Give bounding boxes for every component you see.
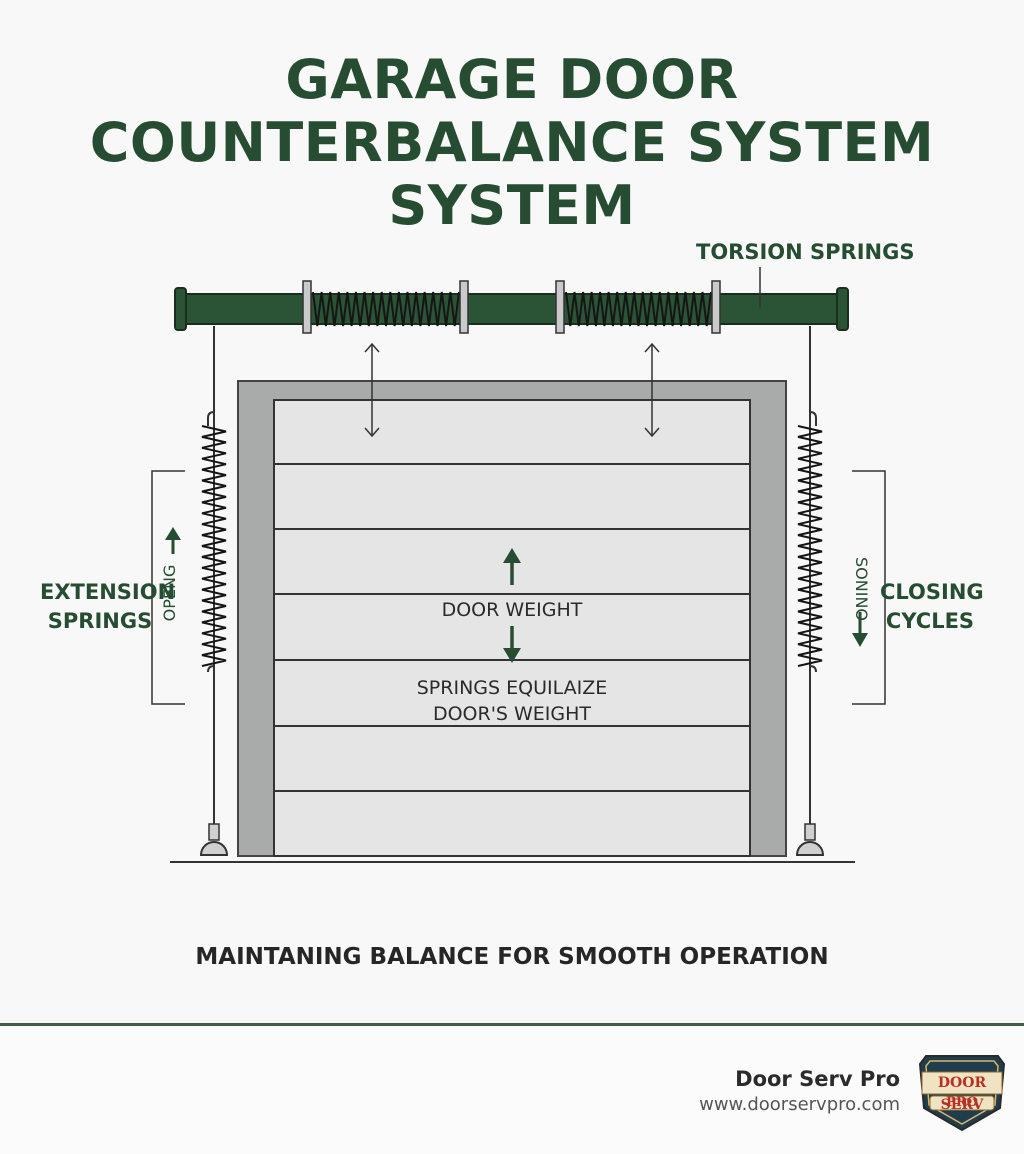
logo-text-line1: DOOR SERV xyxy=(937,1075,987,1113)
weight-up-arrow-icon xyxy=(503,548,521,585)
right-range-bracket xyxy=(852,470,886,705)
logo-shield-icon xyxy=(918,1055,1006,1132)
spring-cone xyxy=(711,280,721,334)
footer-divider xyxy=(0,1023,1024,1026)
double-arrow-right xyxy=(644,342,660,438)
extension-spring-left xyxy=(201,425,227,667)
left-spring-hook xyxy=(207,411,215,426)
right-spring-hook xyxy=(809,411,817,426)
equalize-line1: SPRINGS EQUILAIZE xyxy=(416,677,608,699)
equalize-line2: DOOR'S WEIGHT xyxy=(432,703,592,725)
spring-coil xyxy=(201,425,227,667)
left-bracket-post xyxy=(208,823,220,841)
closing-label-line1: CLOSING xyxy=(880,580,984,604)
closing-vertical-label: SONINO xyxy=(852,557,871,621)
torsion-springs-label: TORSION SPRINGS xyxy=(696,240,915,264)
torsion-shaft xyxy=(179,293,843,325)
brand-name: Door Serv Pro xyxy=(735,1067,900,1091)
company-logo: DOOR SERV PRO xyxy=(916,1050,1008,1132)
door-weight-label: DOOR WEIGHT xyxy=(441,599,583,621)
spring-cone xyxy=(459,280,469,334)
weight-down-arrow-icon xyxy=(503,626,521,663)
left-bottom-bracket xyxy=(199,841,229,856)
diagram-title: GARAGE DOOR COUNTERBALANCE SYSTEM SYSTEM xyxy=(0,48,1024,237)
extension-spring-right xyxy=(797,425,823,667)
shaft-left-end xyxy=(174,287,187,331)
closing-cycles-label: CLOSING CYCLES xyxy=(880,578,984,636)
brand-block: Door Serv Pro www.doorservpro.com xyxy=(699,1066,900,1118)
brand-url[interactable]: www.doorservpro.com xyxy=(699,1094,900,1115)
spring-cone xyxy=(555,280,565,334)
right-spring-hook xyxy=(809,665,817,673)
torsion-spring-left xyxy=(312,291,460,327)
footer xyxy=(0,1026,1024,1154)
spring-coil xyxy=(797,425,823,667)
logo-text-line2: PRO xyxy=(946,1095,978,1110)
closing-arrow-icon xyxy=(852,612,868,647)
double-arrow-left xyxy=(364,342,380,438)
title-line-1: GARAGE DOOR xyxy=(285,48,739,111)
spring-coil xyxy=(565,291,712,327)
extension-label-line2: SPRINGS xyxy=(47,609,153,633)
title-line-2: COUNTERBALANCE SYSTEM xyxy=(89,111,935,174)
spring-cone xyxy=(302,280,312,334)
title-line-3: SYSTEM xyxy=(388,174,636,237)
shaft-right-end xyxy=(836,287,849,331)
left-range-bracket xyxy=(151,470,185,705)
right-bracket-post xyxy=(804,823,816,841)
springs-equalize-label: SPRINGS EQUILAIZE DOOR'S WEIGHT xyxy=(342,675,682,727)
left-spring-hook xyxy=(207,665,215,673)
torsion-spring-right xyxy=(565,291,712,327)
extension-springs-label: EXTENSION SPRINGS xyxy=(40,578,176,636)
right-bottom-bracket xyxy=(795,841,825,856)
spring-coil xyxy=(312,291,460,327)
opening-vertical-label: OPENG xyxy=(160,564,179,622)
extension-label-line1: EXTENSION xyxy=(40,580,176,604)
opening-arrow-icon xyxy=(165,527,181,554)
diagram-caption: MAINTANING BALANCE FOR SMOOTH OPERATION xyxy=(195,944,829,970)
closing-label-line2: CYCLES xyxy=(885,609,975,633)
